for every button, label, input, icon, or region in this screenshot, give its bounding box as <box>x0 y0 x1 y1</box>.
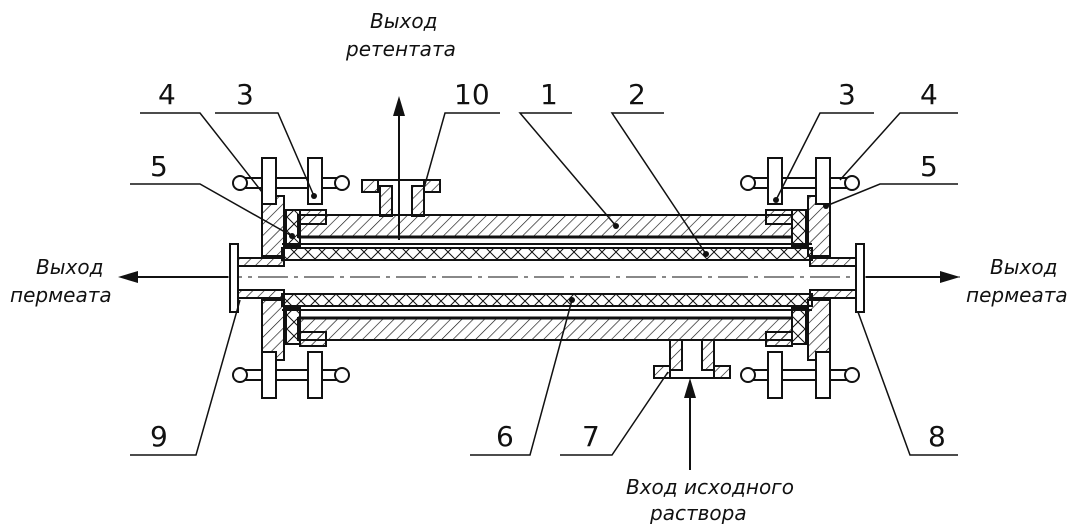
callout-6: 6 <box>496 420 514 453</box>
callout-leaders <box>130 112 958 456</box>
permeate-right-label-line1: Выход <box>990 255 1057 279</box>
permeate-right-label-line2: пермеата <box>966 283 1068 307</box>
callout-7: 7 <box>582 420 600 453</box>
permeate-pipe-left <box>229 243 285 313</box>
callout-9: 9 <box>150 420 168 453</box>
retentate-nozzle <box>361 179 441 217</box>
callout-5-left: 5 <box>150 150 168 183</box>
left-flange-assembly <box>232 157 350 399</box>
callout-3-left: 3 <box>236 78 254 111</box>
permeate-arrow-right <box>866 271 960 283</box>
retentate-arrow <box>393 96 405 240</box>
callout-10: 10 <box>454 78 490 111</box>
feed-nozzle <box>653 339 731 379</box>
retentate-label-line2: ретентата <box>345 37 456 61</box>
permeate-left-label-line2: пермеата <box>10 283 112 307</box>
permeate-left-label-line1: Выход <box>36 255 103 279</box>
retentate-label-line1: Выход <box>370 9 437 33</box>
callout-1: 1 <box>540 78 558 111</box>
callout-3-right: 3 <box>838 78 856 111</box>
permeate-pipe-right <box>809 243 865 313</box>
feed-label-line2: раствора <box>649 501 747 524</box>
callout-dots <box>289 193 829 303</box>
feed-label-line1: Вход исходного <box>626 475 794 499</box>
callout-4-right: 4 <box>920 78 938 111</box>
callout-8: 8 <box>928 420 946 453</box>
permeate-arrow-left <box>118 271 228 283</box>
callout-2: 2 <box>628 78 646 111</box>
feed-arrow <box>684 378 696 470</box>
housing <box>297 214 793 341</box>
callout-4-left: 4 <box>158 78 176 111</box>
right-flange-assembly <box>740 157 860 399</box>
callout-5-right: 5 <box>920 150 938 183</box>
